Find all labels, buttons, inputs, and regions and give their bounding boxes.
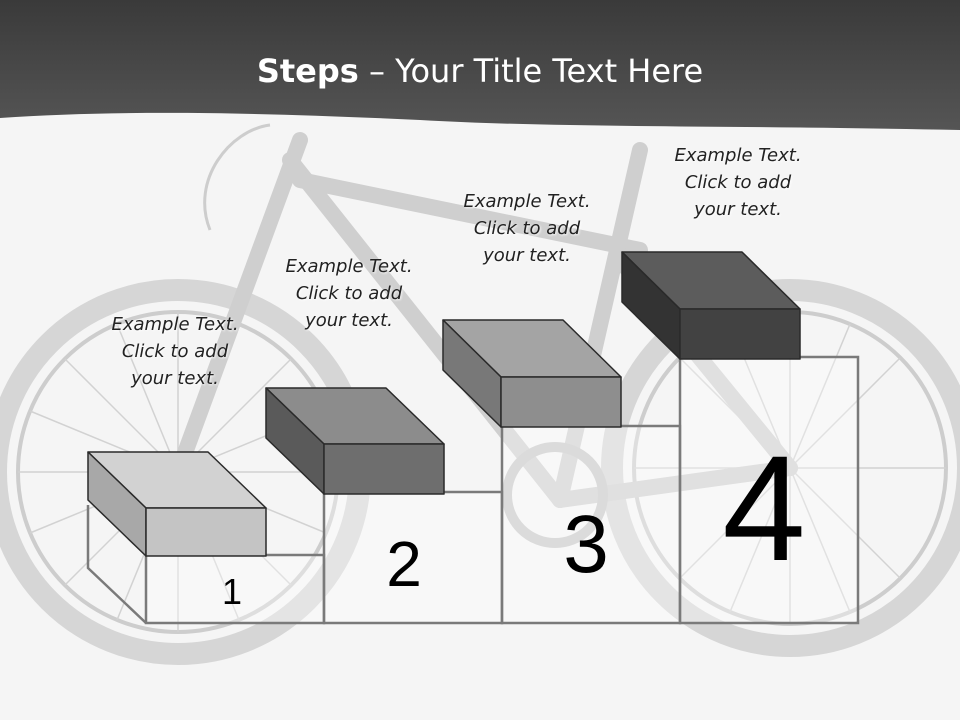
step-number-4: 4 bbox=[722, 424, 805, 592]
page-title[interactable]: Steps – Your Title Text Here bbox=[0, 52, 960, 90]
header-band bbox=[0, 0, 960, 130]
step-block-2-front bbox=[323, 443, 445, 495]
step-block-1-front bbox=[145, 507, 267, 557]
step-number-1: 1 bbox=[222, 571, 242, 612]
step-number-3: 3 bbox=[563, 499, 609, 590]
step-column-1 bbox=[144, 553, 326, 625]
title-bold: Steps bbox=[256, 52, 359, 90]
step-column-3 bbox=[500, 424, 682, 625]
step-caption-4[interactable]: Example Text. Click to add your text. bbox=[674, 145, 802, 220]
step-number-2: 2 bbox=[386, 528, 422, 600]
step-columns bbox=[86, 355, 860, 625]
step-block-3-front bbox=[500, 376, 622, 428]
step-column-4 bbox=[678, 355, 860, 625]
title-rest: – Your Title Text Here bbox=[358, 52, 704, 90]
step-caption-3[interactable]: Example Text. Click to add your text. bbox=[463, 191, 591, 266]
step-block-4-front bbox=[679, 308, 801, 360]
step-column-1-side bbox=[86, 505, 147, 624]
step-caption-1[interactable]: Example Text. Click to add your text. bbox=[111, 314, 239, 389]
step-caption-2[interactable]: Example Text. Click to add your text. bbox=[285, 256, 413, 331]
step-blocks bbox=[87, 251, 801, 557]
